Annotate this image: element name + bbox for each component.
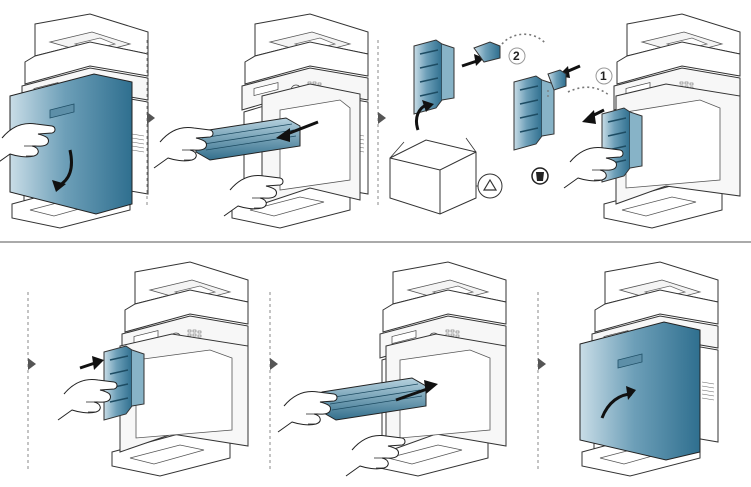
step-arrow-icon [28, 358, 36, 370]
hand-icon [277, 391, 338, 433]
step-number-one: 1 [595, 67, 613, 85]
trash-icon [531, 167, 549, 185]
hand-icon [153, 127, 214, 169]
hand-icon [563, 147, 624, 189]
step-arrow-icon [538, 358, 546, 370]
waste-toner-container [513, 75, 555, 151]
panel-close-front-cover [579, 261, 719, 477]
svg-text:2: 2 [513, 49, 520, 63]
step-arrow-icon [378, 112, 386, 124]
step-number-two: 2 [508, 47, 526, 65]
step-arrow-icon [270, 358, 278, 370]
panel-insert-imaging-unit [277, 261, 507, 477]
panel-remove-imaging-unit [153, 13, 369, 229]
panel-insert-waste-toner-container [57, 261, 249, 477]
svg-text:1: 1 [600, 69, 607, 83]
panel-replace-waste-toner-container: 2 [389, 33, 581, 215]
panel-remove-waste-toner-container: 1 [563, 13, 741, 229]
panel-open-front-cover [0, 13, 149, 229]
recycle-icon [477, 173, 503, 199]
step-arrow-icon [147, 112, 155, 124]
box [389, 139, 477, 215]
waste-toner-container [413, 39, 455, 115]
